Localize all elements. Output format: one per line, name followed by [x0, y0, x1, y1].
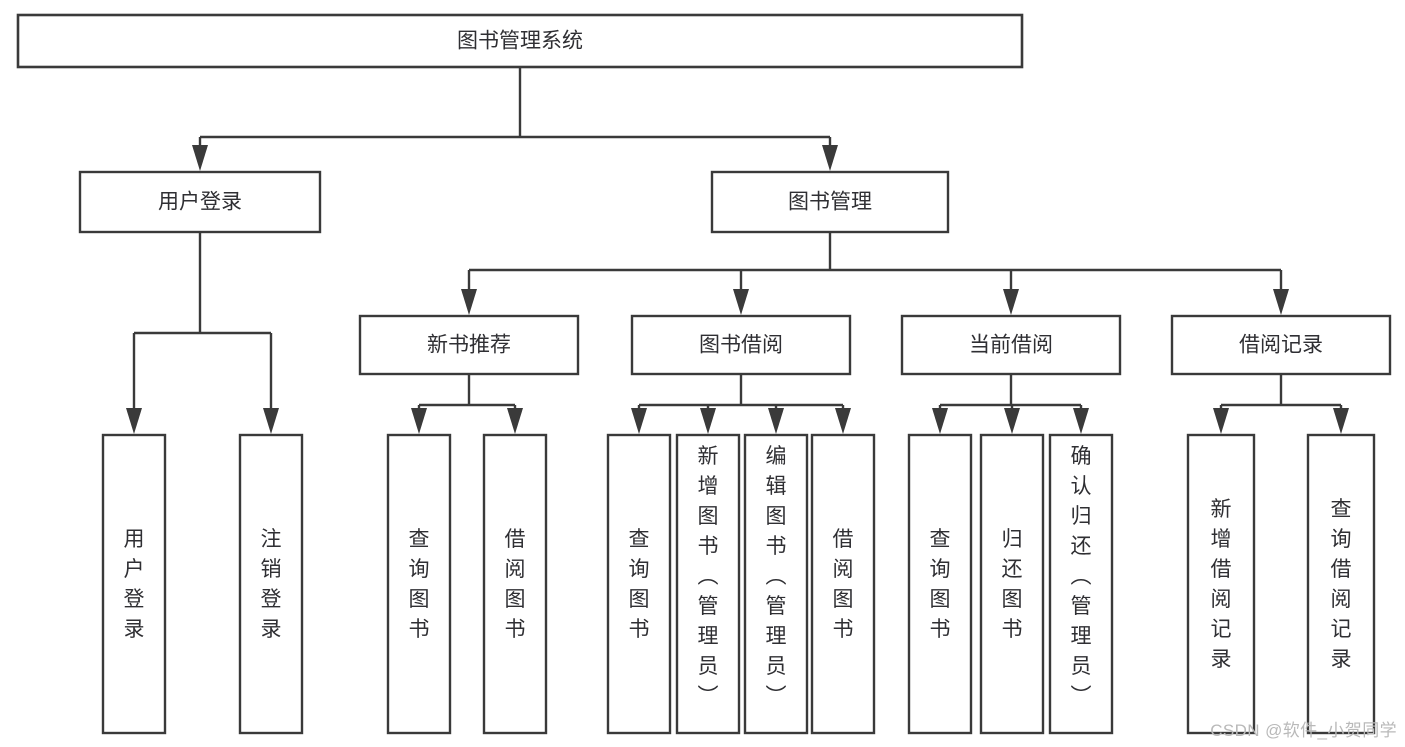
node-box-leaf-borrow-edit[interactable]: [743, 433, 809, 735]
connector-group-current-borrow: [932, 374, 1089, 434]
node-label-leaf-logout: 注销登录: [261, 528, 282, 641]
node-book-manage[interactable]: 图书管理: [710, 170, 950, 234]
node-new-book-rec[interactable]: 新书推荐: [358, 314, 580, 376]
node-label-root: 图书管理系统: [457, 30, 583, 53]
node-box-leaf-rec-borrow[interactable]: [482, 433, 548, 735]
node-leaf-cur-query[interactable]: 查询图书: [907, 433, 973, 735]
arrow-head-icon: [192, 145, 208, 171]
node-layer: 图书管理系统用户登录图书管理新书推荐图书借阅当前借阅借阅记录用户登录注销登录查询…: [16, 13, 1392, 735]
node-leaf-rec-query2[interactable]: 查询借阅记录: [1306, 433, 1376, 735]
node-leaf-logout[interactable]: 注销登录: [238, 433, 304, 735]
node-box-leaf-cur-return[interactable]: [979, 433, 1045, 735]
node-box-leaf-cur-confirm[interactable]: [1048, 433, 1114, 735]
node-box-leaf-borrow-do[interactable]: [810, 433, 876, 735]
node-label-leaf-borrow-do: 借阅图书: [833, 528, 854, 641]
node-box-leaf-borrow-add[interactable]: [675, 433, 741, 735]
arrow-head-icon: [700, 408, 716, 434]
connector-group-book-manage: [461, 232, 1289, 315]
node-leaf-user-login[interactable]: 用户登录: [101, 433, 167, 735]
watermark-text: CSDN @软件_小贺同学: [1210, 721, 1397, 740]
arrow-head-icon: [822, 145, 838, 171]
node-box-book-borrow[interactable]: [630, 314, 852, 376]
node-current-borrow[interactable]: 当前借阅: [900, 314, 1122, 376]
node-label-leaf-cur-query: 查询图书: [930, 528, 951, 641]
node-label-leaf-cur-return: 归还图书: [1002, 528, 1023, 641]
arrow-head-icon: [1073, 408, 1089, 434]
node-leaf-rec-query[interactable]: 查询图书: [386, 433, 452, 735]
node-leaf-borrow-query[interactable]: 查询图书: [606, 433, 672, 735]
node-leaf-rec-borrow[interactable]: 借阅图书: [482, 433, 548, 735]
arrow-head-icon: [461, 289, 477, 315]
node-box-leaf-rec-query[interactable]: [386, 433, 452, 735]
node-box-root[interactable]: [16, 13, 1024, 69]
node-label-new-book-rec: 新书推荐: [427, 334, 511, 357]
connector-layer: [126, 67, 1349, 434]
connector-group-book-borrow: [631, 374, 851, 434]
node-box-leaf-rec-add[interactable]: [1186, 433, 1256, 735]
node-label-leaf-cur-confirm: 确认归还︵管理员︶: [1071, 445, 1092, 708]
node-label-leaf-borrow-query: 查询图书: [629, 528, 650, 641]
arrow-head-icon: [1273, 289, 1289, 315]
connector-group-root: [192, 67, 838, 171]
arrow-head-icon: [733, 289, 749, 315]
node-leaf-borrow-do[interactable]: 借阅图书: [810, 433, 876, 735]
node-leaf-cur-confirm[interactable]: 确认归还︵管理员︶: [1048, 433, 1114, 735]
node-leaf-borrow-edit[interactable]: 编辑图书︵管理员︶: [743, 433, 809, 735]
node-root[interactable]: 图书管理系统: [16, 13, 1024, 69]
node-book-borrow[interactable]: 图书借阅: [630, 314, 852, 376]
arrow-head-icon: [1004, 408, 1020, 434]
node-label-leaf-rec-add: 新增借阅记录: [1211, 498, 1232, 671]
node-box-user-login[interactable]: [78, 170, 322, 234]
node-box-current-borrow[interactable]: [900, 314, 1122, 376]
connector-group-borrow-record: [1213, 374, 1349, 434]
arrow-head-icon: [1213, 408, 1229, 434]
node-box-leaf-user-login[interactable]: [101, 433, 167, 735]
node-label-current-borrow: 当前借阅: [969, 334, 1053, 357]
node-label-leaf-rec-query2: 查询借阅记录: [1331, 498, 1352, 671]
node-leaf-rec-add[interactable]: 新增借阅记录: [1186, 433, 1256, 735]
arrow-head-icon: [768, 408, 784, 434]
node-label-leaf-rec-borrow: 借阅图书: [505, 528, 526, 641]
node-label-book-manage: 图书管理: [788, 191, 872, 214]
arrow-head-icon: [835, 408, 851, 434]
node-box-leaf-borrow-query[interactable]: [606, 433, 672, 735]
node-label-leaf-borrow-add: 新增图书︵管理员︶: [698, 445, 719, 708]
node-label-leaf-borrow-edit: 编辑图书︵管理员︶: [766, 445, 787, 708]
node-box-leaf-logout[interactable]: [238, 433, 304, 735]
node-label-user-login: 用户登录: [158, 191, 242, 214]
arrow-head-icon: [263, 408, 279, 434]
node-box-leaf-cur-query[interactable]: [907, 433, 973, 735]
node-label-leaf-user-login: 用户登录: [124, 528, 145, 641]
arrow-head-icon: [411, 408, 427, 434]
arrow-head-icon: [1003, 289, 1019, 315]
arrow-head-icon: [932, 408, 948, 434]
connector-group-new-book-rec: [411, 374, 523, 434]
arrow-head-icon: [126, 408, 142, 434]
node-box-leaf-rec-query2[interactable]: [1306, 433, 1376, 735]
arrow-head-icon: [631, 408, 647, 434]
connector-group-user-login: [126, 232, 279, 434]
node-borrow-record[interactable]: 借阅记录: [1170, 314, 1392, 376]
node-label-leaf-rec-query: 查询图书: [409, 528, 430, 641]
arrow-head-icon: [1333, 408, 1349, 434]
node-box-new-book-rec[interactable]: [358, 314, 580, 376]
node-user-login[interactable]: 用户登录: [78, 170, 322, 234]
node-leaf-borrow-add[interactable]: 新增图书︵管理员︶: [675, 433, 741, 735]
node-leaf-cur-return[interactable]: 归还图书: [979, 433, 1045, 735]
arrow-head-icon: [507, 408, 523, 434]
node-label-borrow-record: 借阅记录: [1239, 334, 1323, 357]
node-label-book-borrow: 图书借阅: [699, 334, 783, 357]
node-box-book-manage[interactable]: [710, 170, 950, 234]
node-box-borrow-record[interactable]: [1170, 314, 1392, 376]
